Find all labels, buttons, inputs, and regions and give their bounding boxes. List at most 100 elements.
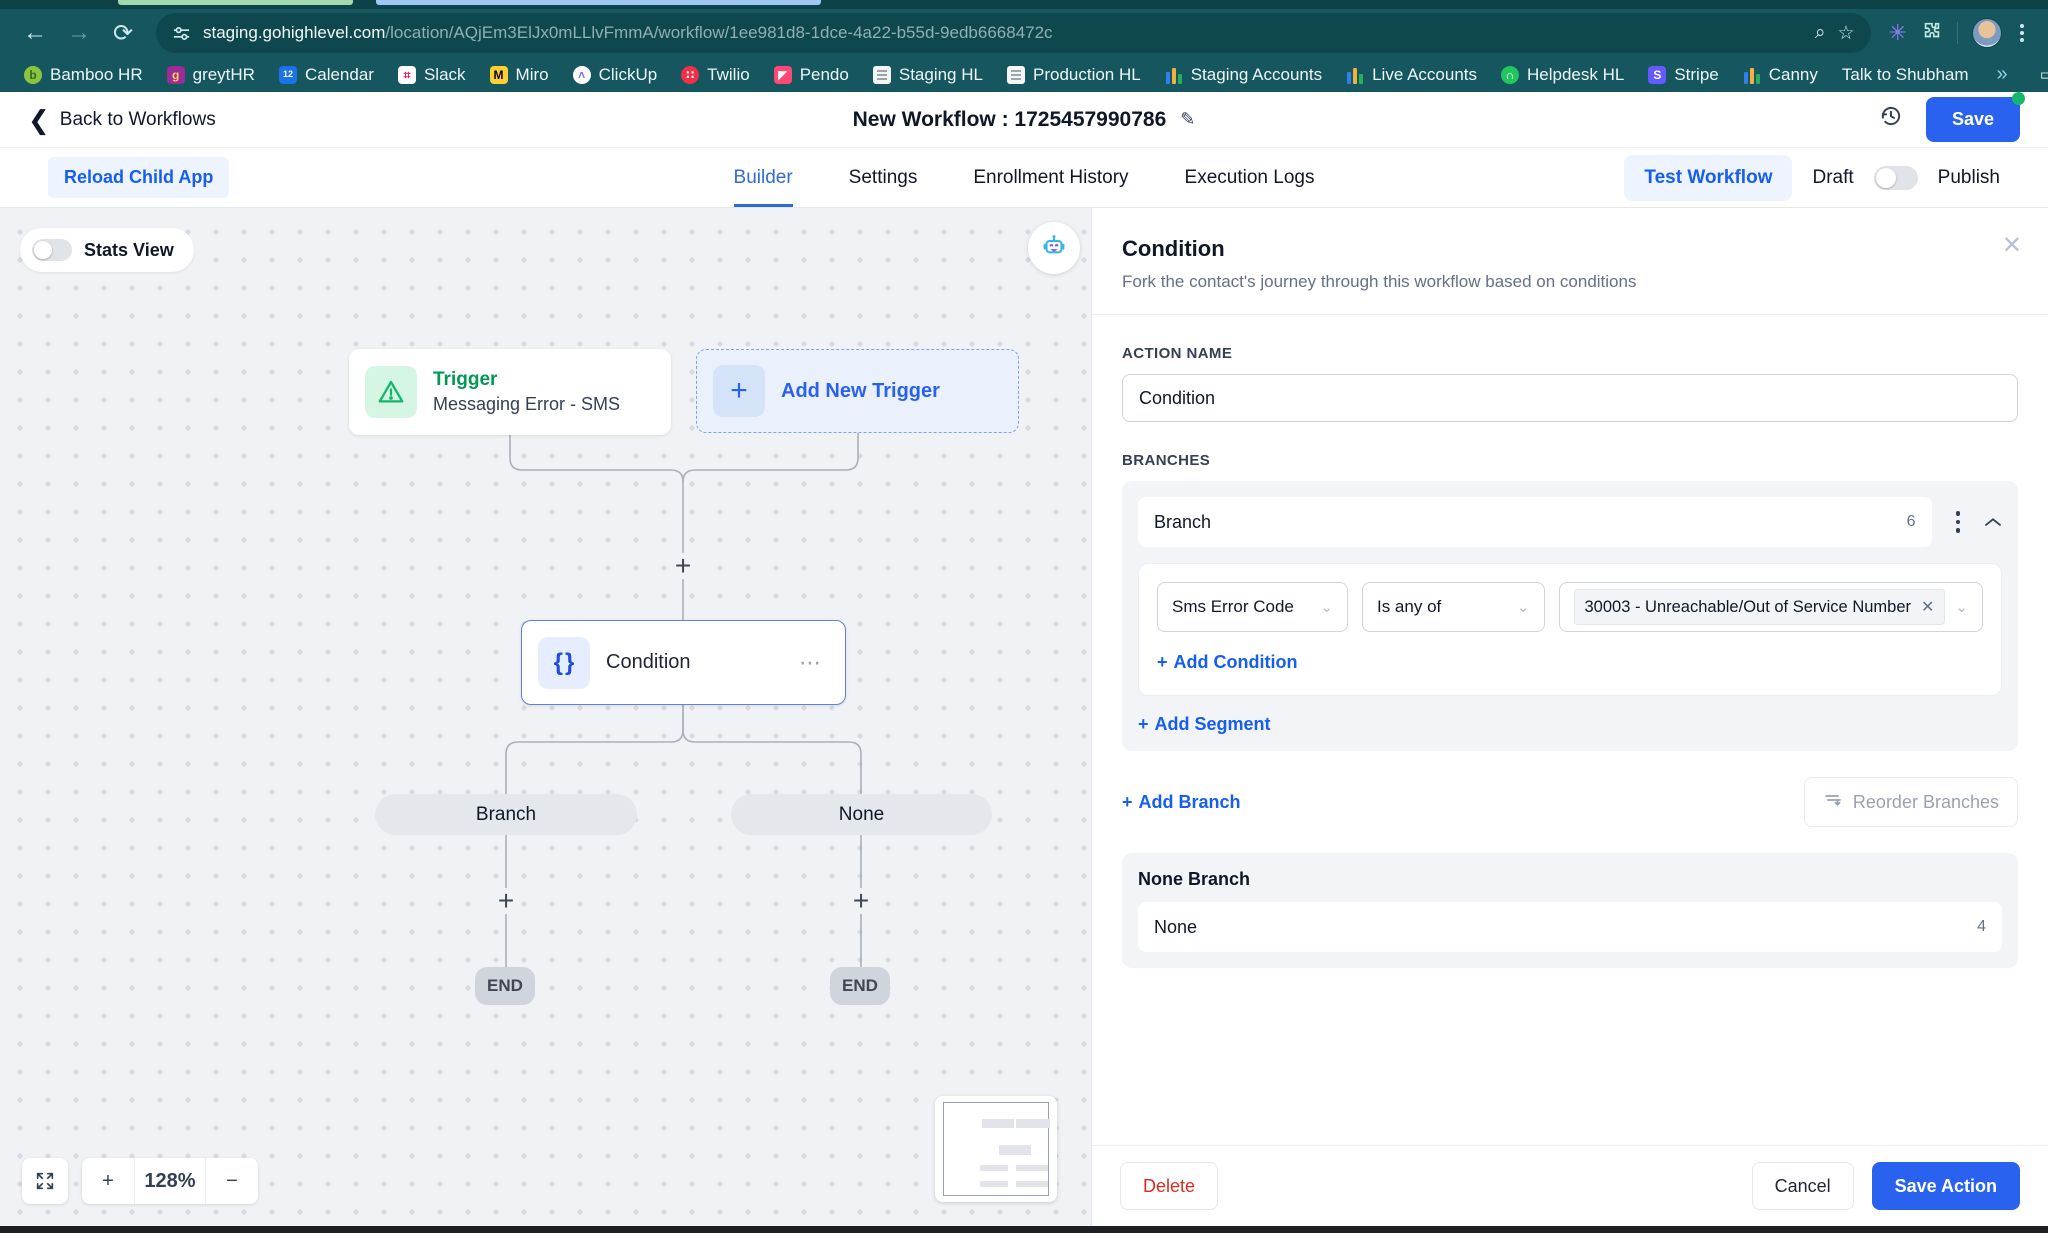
condition-field-select[interactable]: Sms Error Code ⌄	[1157, 582, 1348, 632]
add-condition-button[interactable]: + Add Condition	[1157, 652, 1297, 673]
collapse-branch-icon[interactable]	[1984, 514, 2002, 531]
mini-map[interactable]	[935, 1096, 1057, 1202]
bookmark-label: Live Accounts	[1372, 64, 1477, 84]
delete-button[interactable]: Delete	[1120, 1162, 1219, 1210]
cancel-button[interactable]: Cancel	[1751, 1162, 1854, 1210]
condition-row: Sms Error Code ⌄ Is any of ⌄ 30003 - Unr…	[1157, 582, 1983, 632]
branch-path-pill[interactable]: Branch	[375, 794, 637, 835]
window-bottom-edge	[0, 1226, 2048, 1233]
zoom-in-button[interactable]: +	[102, 1169, 114, 1192]
reload-icon[interactable]: ⟳	[112, 19, 134, 47]
bookmark-item[interactable]: Production HL	[997, 61, 1151, 89]
bookmark-item[interactable]: ∷Twilio	[671, 61, 760, 89]
workflow-main: Stats View	[0, 208, 2048, 1226]
bookmarks-overflow-chevron[interactable]: »	[1996, 63, 2008, 85]
version-history-icon[interactable]	[1878, 103, 1904, 136]
tab-indicator-blue[interactable]	[376, 0, 821, 5]
add-step-button-top[interactable]: +	[670, 552, 696, 580]
stats-view-toggle-pill: Stats View	[20, 228, 194, 272]
branch-name-row: Branch 6	[1138, 497, 2002, 547]
robot-icon	[1039, 231, 1069, 266]
bookmark-item[interactable]: ∩Helpdesk HL	[1491, 61, 1634, 89]
add-branch-button[interactable]: + Add Branch	[1122, 792, 1241, 813]
close-icon[interactable]: ✕	[2001, 232, 2022, 259]
add-segment-button[interactable]: + Add Segment	[1138, 714, 1271, 735]
add-step-button-none[interactable]: +	[848, 887, 874, 915]
none-branch-section: None Branch None 4	[1122, 853, 2018, 968]
back-icon[interactable]: ←	[23, 19, 47, 46]
stats-view-toggle-knob	[34, 241, 52, 259]
action-name-input[interactable]: Condition	[1122, 374, 2018, 422]
bookmark-item[interactable]: Staging Accounts	[1155, 61, 1332, 89]
save-action-button[interactable]: Save Action	[1871, 1162, 2020, 1210]
branch-name-input[interactable]: Branch 6	[1138, 497, 1932, 547]
condition-rule-card: Sms Error Code ⌄ Is any of ⌄ 30003 - Unr…	[1138, 563, 2002, 696]
forward-icon[interactable]: →	[67, 19, 91, 46]
site-settings-icon[interactable]	[172, 24, 191, 43]
bookmark-item[interactable]: Staging HL	[863, 61, 993, 89]
bookmark-item[interactable]: ˄ClickUp	[563, 61, 668, 89]
publish-label: Publish	[1937, 166, 2000, 188]
all-bookmarks-button[interactable]: ▭ All Bookmarks	[2026, 55, 2048, 95]
zoom-page-icon[interactable]: ⌕	[1814, 22, 1826, 43]
workflow-title: New Workflow : 1725457990786	[852, 107, 1167, 131]
stripe-favicon: S	[1648, 65, 1667, 84]
add-new-trigger-node[interactable]: + Add New Trigger	[696, 349, 1019, 433]
zoom-out-button[interactable]: −	[226, 1169, 238, 1192]
bookmark-item[interactable]: ◤Pendo	[764, 61, 859, 89]
condition-operator-select[interactable]: Is any of ⌄	[1361, 582, 1545, 632]
condition-value-multiselect[interactable]: 30003 - Unreachable/Out of Service Numbe…	[1558, 582, 1983, 632]
none-branch-name-input[interactable]: None 4	[1138, 902, 2002, 952]
publish-toggle-knob	[1875, 167, 1896, 188]
zoom-level[interactable]: 128%	[134, 1158, 206, 1204]
node-menu-icon[interactable]: ⋯	[799, 649, 823, 675]
tab-execution-logs[interactable]: Execution Logs	[1184, 166, 1315, 188]
fit-view-button[interactable]	[22, 1158, 68, 1204]
tab-indicator-green[interactable]	[118, 0, 353, 5]
test-workflow-button[interactable]: Test Workflow	[1624, 154, 1793, 201]
url-text[interactable]: staging.gohighlevel.com/location/AQjEm3E…	[203, 23, 1803, 43]
bookmark-item[interactable]: Canny	[1733, 61, 1828, 89]
plus-icon: +	[1122, 791, 1133, 812]
chrome-menu-icon[interactable]	[2016, 20, 2028, 46]
profile-avatar[interactable]	[1972, 18, 2002, 48]
trigger-node[interactable]: Trigger Messaging Error - SMS	[349, 349, 671, 435]
publish-toggle[interactable]	[1873, 165, 1918, 190]
bookmark-item[interactable]: ⌗Slack	[388, 61, 476, 89]
stats-view-toggle[interactable]	[32, 239, 72, 261]
edit-title-icon[interactable]: ✎	[1180, 109, 1196, 129]
chip-label: 30003 - Unreachable/Out of Service Numbe…	[1584, 597, 1912, 616]
extensions-puzzle-icon[interactable]	[1921, 20, 1943, 47]
workflow-canvas[interactable]: Stats View	[0, 208, 1092, 1226]
end-node-none: END	[830, 967, 890, 1005]
save-button[interactable]: Save	[1925, 92, 2025, 142]
condition-node[interactable]: { } Condition ⋯	[521, 620, 846, 705]
bookmark-item[interactable]: Live Accounts	[1336, 61, 1487, 89]
bookmark-label: greytHR	[192, 64, 255, 84]
bookmark-item[interactable]: Talk to Shubham	[1832, 61, 1979, 89]
extension-burst-icon[interactable]: ✳	[1888, 20, 1907, 45]
title-wrap: New Workflow : 1725457990786 ✎	[0, 108, 2048, 132]
chip-remove-icon[interactable]: ✕	[1921, 599, 1935, 616]
branch-menu-icon[interactable]	[1952, 507, 1965, 537]
url-host: staging.gohighlevel.com	[203, 23, 386, 42]
add-step-button-branch[interactable]: +	[493, 887, 519, 915]
tab-settings[interactable]: Settings	[848, 166, 918, 188]
none-path-pill[interactable]: None	[731, 794, 992, 835]
tab-enrollment-history[interactable]: Enrollment History	[973, 166, 1129, 188]
address-bar[interactable]: staging.gohighlevel.com/location/AQjEm3E…	[156, 13, 1871, 53]
tab-builder[interactable]: Builder	[733, 148, 793, 207]
twilio-favicon: ∷	[681, 65, 700, 84]
live-accounts-favicon	[1346, 66, 1364, 84]
back-to-workflows-button[interactable]: ❮ Back to Workflows	[28, 107, 216, 133]
bookmark-star-icon[interactable]: ☆	[1837, 22, 1855, 44]
ai-assistant-button[interactable]	[1028, 222, 1080, 274]
reload-child-app-button[interactable]: Reload Child App	[48, 157, 230, 198]
chevron-down-icon: ⌄	[1320, 599, 1333, 616]
reorder-branches-button[interactable]: Reorder Branches	[1803, 777, 2018, 827]
